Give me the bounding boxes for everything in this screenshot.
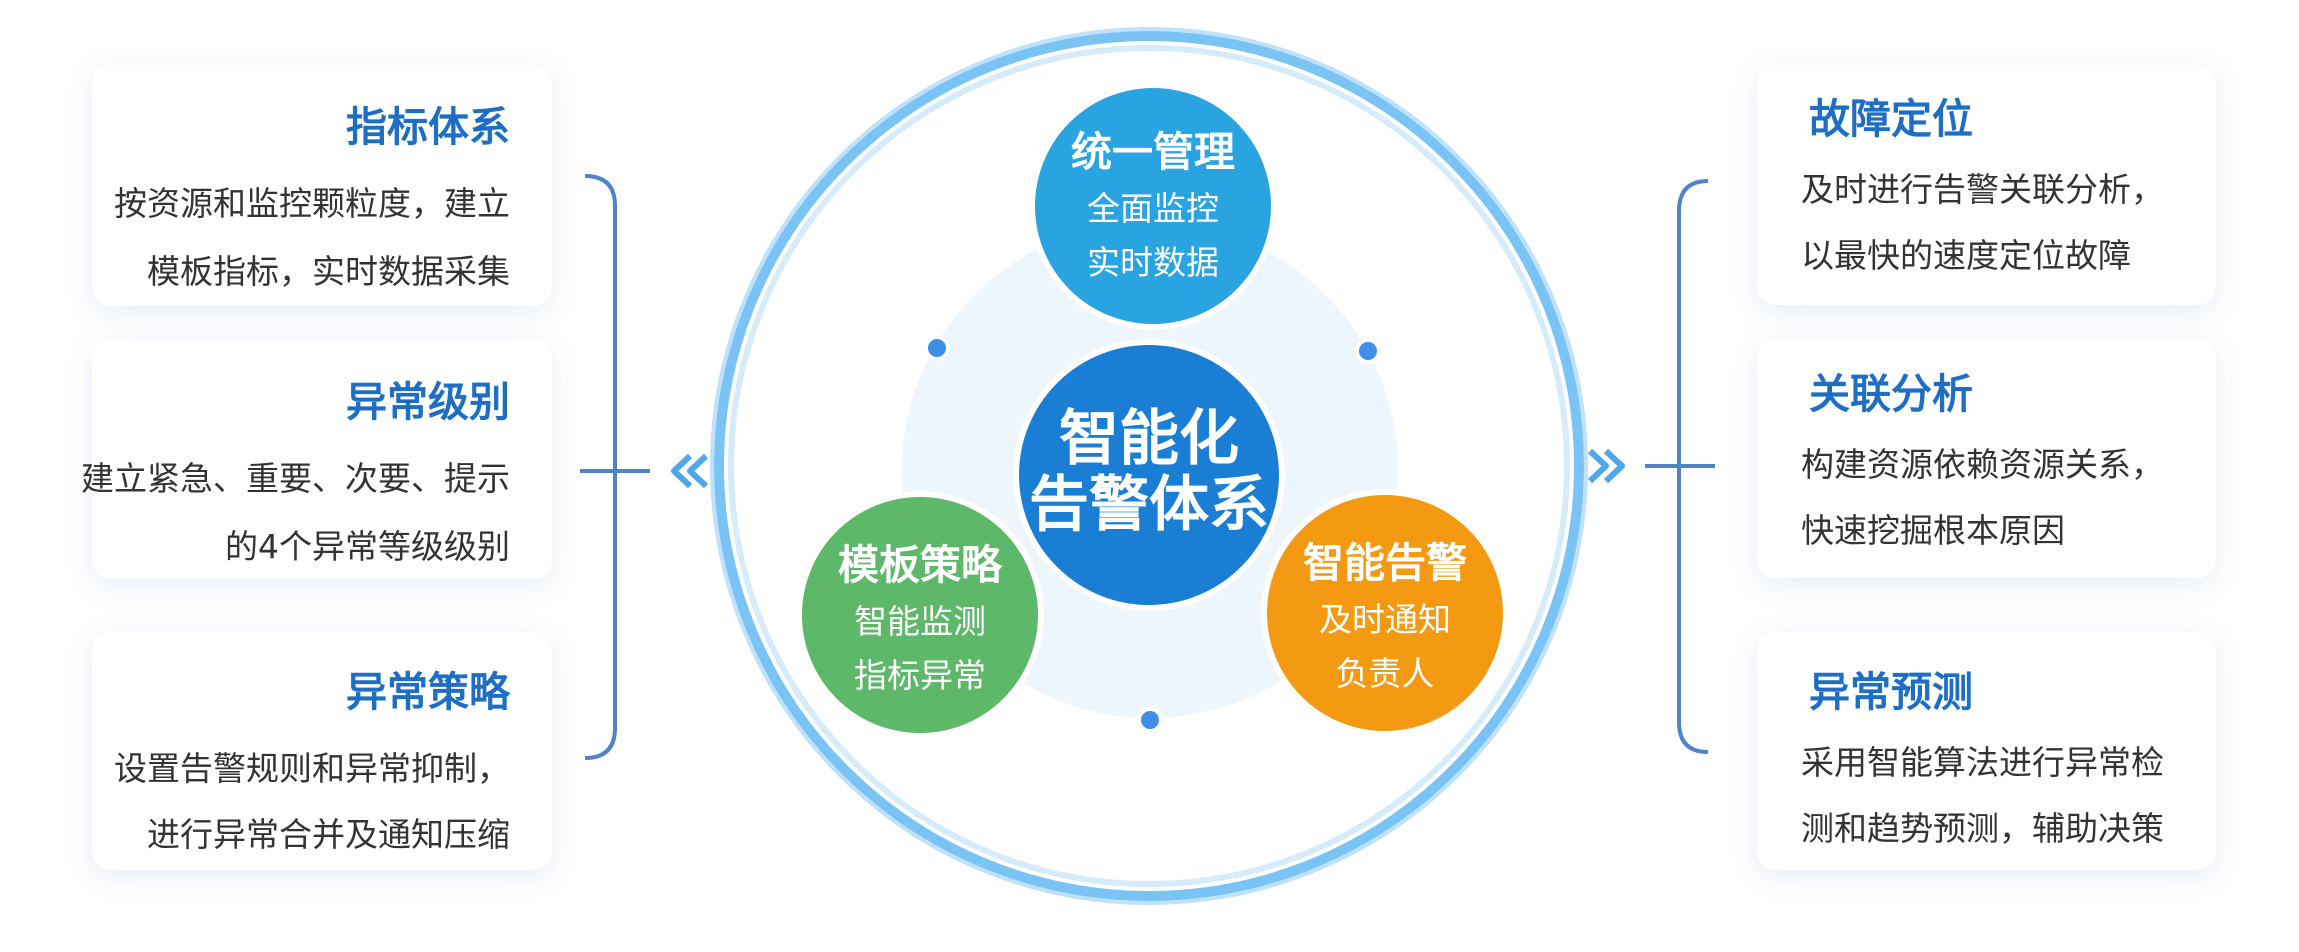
card-line: 测和趋势预测，辅助决策 [1801,809,2164,848]
top-circle-line: 实时数据 [1087,243,1219,282]
left-bracket [584,174,617,760]
card-line: 按资源和监控颗粒度，建立 [114,184,510,223]
card-title: 指标体系 [346,103,510,151]
card-title: 异常预测 [1809,668,1973,716]
right-circle-title: 智能告警 [1303,539,1467,587]
right-circle [1261,489,1509,737]
outer-ring-glow [710,27,1588,905]
right-card-prediction: 异常预测 采用智能算法进行异常检 测和趋势预测，辅助决策 [1757,632,2216,870]
card-title: 关联分析 [1809,370,1973,418]
center-circle-text: 智能化 告警体系 [1029,406,1269,538]
card-line: 设置告警规则和异常抑制， [114,749,510,788]
card-line: 以最快的速度定位故障 [1801,236,2131,275]
card-line: 进行异常合并及通知压缩 [147,815,510,854]
left-circle [796,491,1044,739]
card-title: 异常级别 [346,378,510,426]
right-card-correlation: 关联分析 构建资源依赖资源关系， 快速挖掘根本原因 [1757,340,2216,578]
card-line: 模板指标，实时数据采集 [147,252,510,291]
top-circle [1029,82,1277,330]
connector-dot [1137,707,1163,733]
center-circle [1013,339,1285,611]
card-title: 异常策略 [346,668,510,716]
left-circle-text: 模板策略 智能监测 指标异常 [838,540,1002,702]
outer-ring-inner [728,45,1570,887]
top-circle-text: 统一管理 全面监控 实时数据 [1071,127,1235,289]
left-card-strategy: 异常策略 设置告警规则和异常抑制， 进行异常合并及通知压缩 [92,632,552,870]
card-title: 故障定位 [1809,95,1973,143]
right-circle-line: 及时通知 [1319,600,1451,639]
top-circle-line: 全面监控 [1087,189,1219,228]
card-line: 的4个异常等级级别 [225,527,510,566]
right-circle-line: 负责人 [1335,654,1435,693]
connector-dot [1355,338,1381,364]
right-circle-text: 智能告警 及时通知 负责人 [1303,538,1467,700]
card-line: 建立紧急、重要、次要、提示 [81,459,510,498]
left-card-level: 异常级别 建立紧急、重要、次要、提示 的4个异常等级级别 [81,340,552,579]
card-line: 构建资源依赖资源关系， [1801,445,2164,484]
left-card-metrics: 指标体系 按资源和监控颗粒度，建立 模板指标，实时数据采集 [92,65,552,306]
card-line: 及时进行告警关联分析， [1801,170,2164,209]
center-title-line: 智能化 [1059,404,1239,474]
left-circle-line: 指标异常 [854,656,986,695]
right-card-fault-location: 故障定位 及时进行告警关联分析， 以最快的速度定位故障 [1757,65,2216,305]
left-circle-line: 智能监测 [854,602,986,641]
card-line: 采用智能算法进行异常检 [1801,743,2164,782]
left-circle-title: 模板策略 [838,541,1002,589]
double-chevron-right-icon [1587,448,1625,484]
top-circle-title: 统一管理 [1071,128,1235,176]
connector-dot [924,335,950,361]
card-line: 快速挖掘根本原因 [1801,511,2065,550]
center-title-line: 告警体系 [1029,470,1269,540]
double-chevron-left-icon [671,453,709,489]
